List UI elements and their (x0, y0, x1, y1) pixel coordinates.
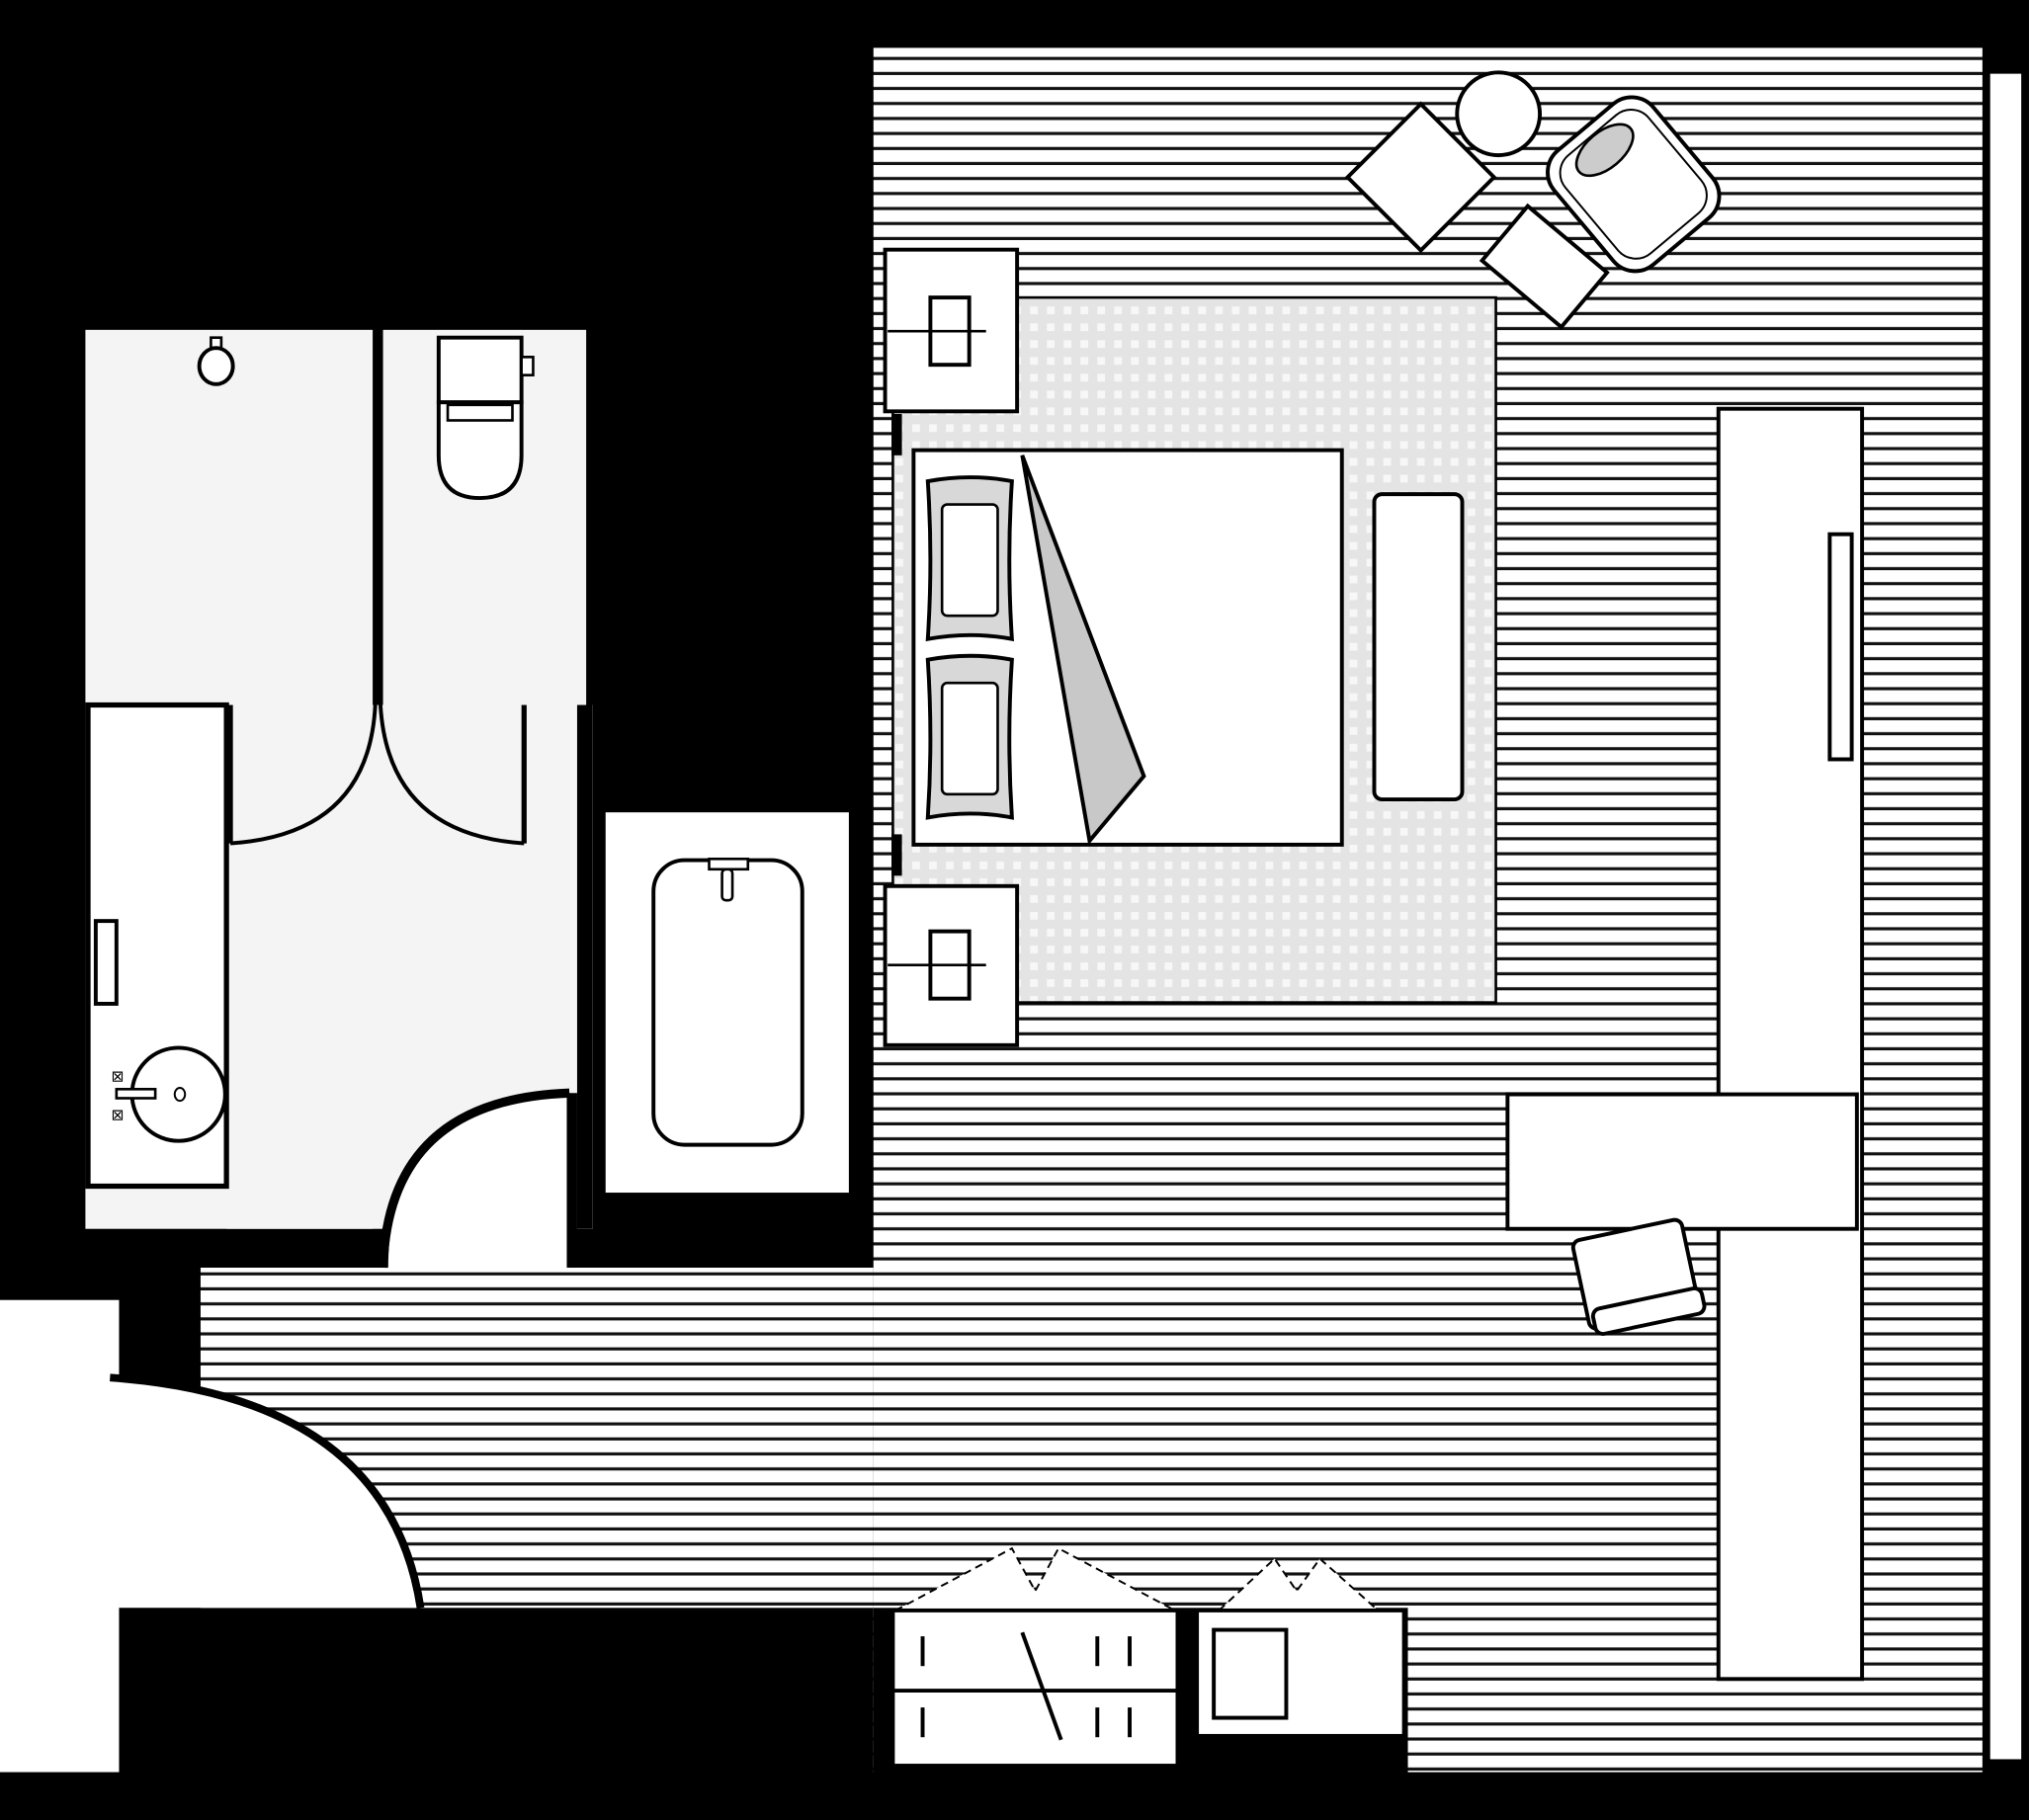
faucet-handle-icon: ⊠ (112, 1108, 125, 1124)
shower-door-swing[interactable] (229, 704, 378, 846)
entrance-door[interactable] (0, 1299, 425, 1773)
ottoman (1479, 203, 1610, 330)
pillow (925, 475, 1015, 642)
tv-screen (1827, 532, 1854, 762)
desk-chair (1570, 1217, 1707, 1337)
side-table (1344, 101, 1497, 254)
pillow (925, 653, 1015, 820)
wc-door-swing[interactable] (378, 704, 525, 846)
nightstand-top (883, 247, 1020, 455)
bedside-switch[interactable] (891, 834, 902, 876)
bed-bench (1372, 492, 1465, 802)
bathroom: ⊠ ⊠ (85, 329, 593, 1269)
nightstand-bottom (883, 834, 1020, 1047)
wardrobe-unit (1716, 406, 1865, 1682)
window (1989, 73, 2022, 1760)
safe-box (1212, 1627, 1289, 1720)
lounge-set (1344, 70, 1722, 330)
bed (911, 448, 1344, 847)
closet-left[interactable] (890, 1546, 1180, 1768)
bathtub (605, 812, 849, 1194)
minibar-cabinet[interactable] (1195, 1557, 1406, 1738)
faucet-handle-icon: ⊠ (112, 1068, 125, 1085)
bathroom-door[interactable] (378, 1088, 577, 1269)
armchair (1546, 95, 1722, 274)
vanity: ⊠ ⊠ (85, 702, 229, 1190)
round-table (1455, 70, 1543, 158)
desk (1505, 1092, 1859, 1231)
shower-head-icon (197, 336, 235, 386)
duvet-fold (1020, 455, 1146, 846)
toilet-icon (436, 335, 535, 500)
bedside-switch[interactable] (891, 413, 902, 455)
